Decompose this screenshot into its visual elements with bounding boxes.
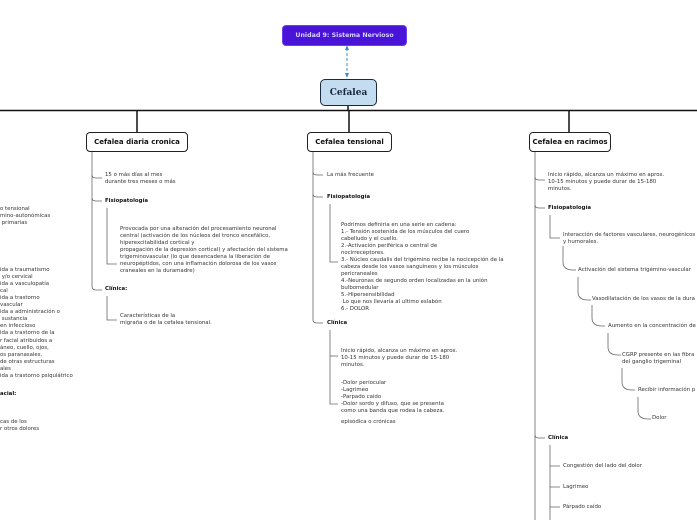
racimos-clinica-item[interactable]: Lagrimeo <box>563 484 589 490</box>
racimos-definition[interactable]: Inicio rápido, alcanza un máximo en apro… <box>548 172 665 192</box>
arrow-down-icon <box>345 73 349 78</box>
tensional-clinica-text-2[interactable]: -Dolor periocular -Lagrimeo -Parpado cai… <box>341 380 445 414</box>
racimos-fisio-step[interactable]: Vasodilatación de los vasos de la dura <box>592 296 695 302</box>
racimos-fisio-label[interactable]: Fisiopatología <box>548 205 591 211</box>
central-topic-node[interactable]: Cefalea <box>320 79 377 106</box>
parent-topic-node[interactable]: Unidad 9: Sistema Nervioso <box>283 26 406 45</box>
racimos-clinica-label[interactable]: Clínica <box>548 435 569 441</box>
branch-cefalea-tensional[interactable]: Cefalea tensional <box>307 132 392 152</box>
diaria-clinica-text[interactable]: Características de la migraña o de la ce… <box>120 313 212 326</box>
central-topic-label: Cefalea <box>329 87 368 98</box>
diaria-definition[interactable]: 15 o más días al mes durante tres meses … <box>105 172 176 185</box>
branch-cefalea-diaria-cronica[interactable]: Cefalea diaria cronica <box>86 132 188 152</box>
left-text-b: ida a traumatismo y/o cervical ida a vas… <box>0 267 60 336</box>
left-text-a: o tensional mino-autonómicas primarias <box>0 206 51 226</box>
branch-cefalea-en-racimos[interactable]: Cefalea en racimos <box>529 132 611 152</box>
main-connectors <box>0 106 697 132</box>
racimos-fisio-step[interactable]: CGRP presente en las fibra del ganglio t… <box>622 352 695 365</box>
branch-connectors <box>91 152 651 520</box>
racimos-clinica-item[interactable]: Congestión del lado del dolor <box>563 463 642 469</box>
racimos-fisio-step[interactable]: Activación del sistema trigémino-vascula… <box>578 267 691 273</box>
diaria-clinica-label[interactable]: Clínica: <box>105 286 128 292</box>
tensional-fisio-label[interactable]: Fisiopatología <box>327 194 370 200</box>
racimos-clinica-item[interactable]: Párpado caído <box>563 504 602 510</box>
left-branch-partial: o tensional mino-autonómicas primarias i… <box>0 0 90 520</box>
tensional-clinica-text-3[interactable]: episódica o crónicas <box>341 419 396 425</box>
branch-title: Cefalea en racimos <box>532 138 608 146</box>
tensional-clinica-text-1[interactable]: Inicio rápido, alcanza un máximo en apro… <box>341 348 458 368</box>
racimos-fisio-step[interactable]: Interacción de factores vasculares, neur… <box>563 232 696 245</box>
parent-topic-label: Unidad 9: Sistema Nervioso <box>295 32 394 39</box>
tensional-fisio-text[interactable]: Podrimos definiria en una serie en caden… <box>341 222 504 312</box>
left-text-d: cas de los r otros dolores <box>0 419 39 432</box>
arrow-up-icon <box>345 45 349 50</box>
diaria-fisio-label[interactable]: Fisiopatología <box>105 198 148 204</box>
tensional-definition[interactable]: La más frecuente <box>327 172 374 178</box>
racimos-fisio-step[interactable]: Recibir información p <box>638 387 696 393</box>
left-heading: acial: <box>0 391 17 397</box>
tensional-clinica-label[interactable]: Clínica <box>327 320 348 326</box>
left-text-c: r facial atribuidos a áneo, cuello, ojos… <box>0 338 73 379</box>
racimos-fisio-step[interactable]: Dolor <box>652 415 667 421</box>
branch-title: Cefalea diaria cronica <box>94 138 180 146</box>
branch-title: Cefalea tensional <box>315 138 384 146</box>
diaria-fisio-text[interactable]: Provocada por una alteración del procesa… <box>120 226 288 274</box>
racimos-fisio-step[interactable]: Aumento en la concentración de <box>608 323 696 329</box>
